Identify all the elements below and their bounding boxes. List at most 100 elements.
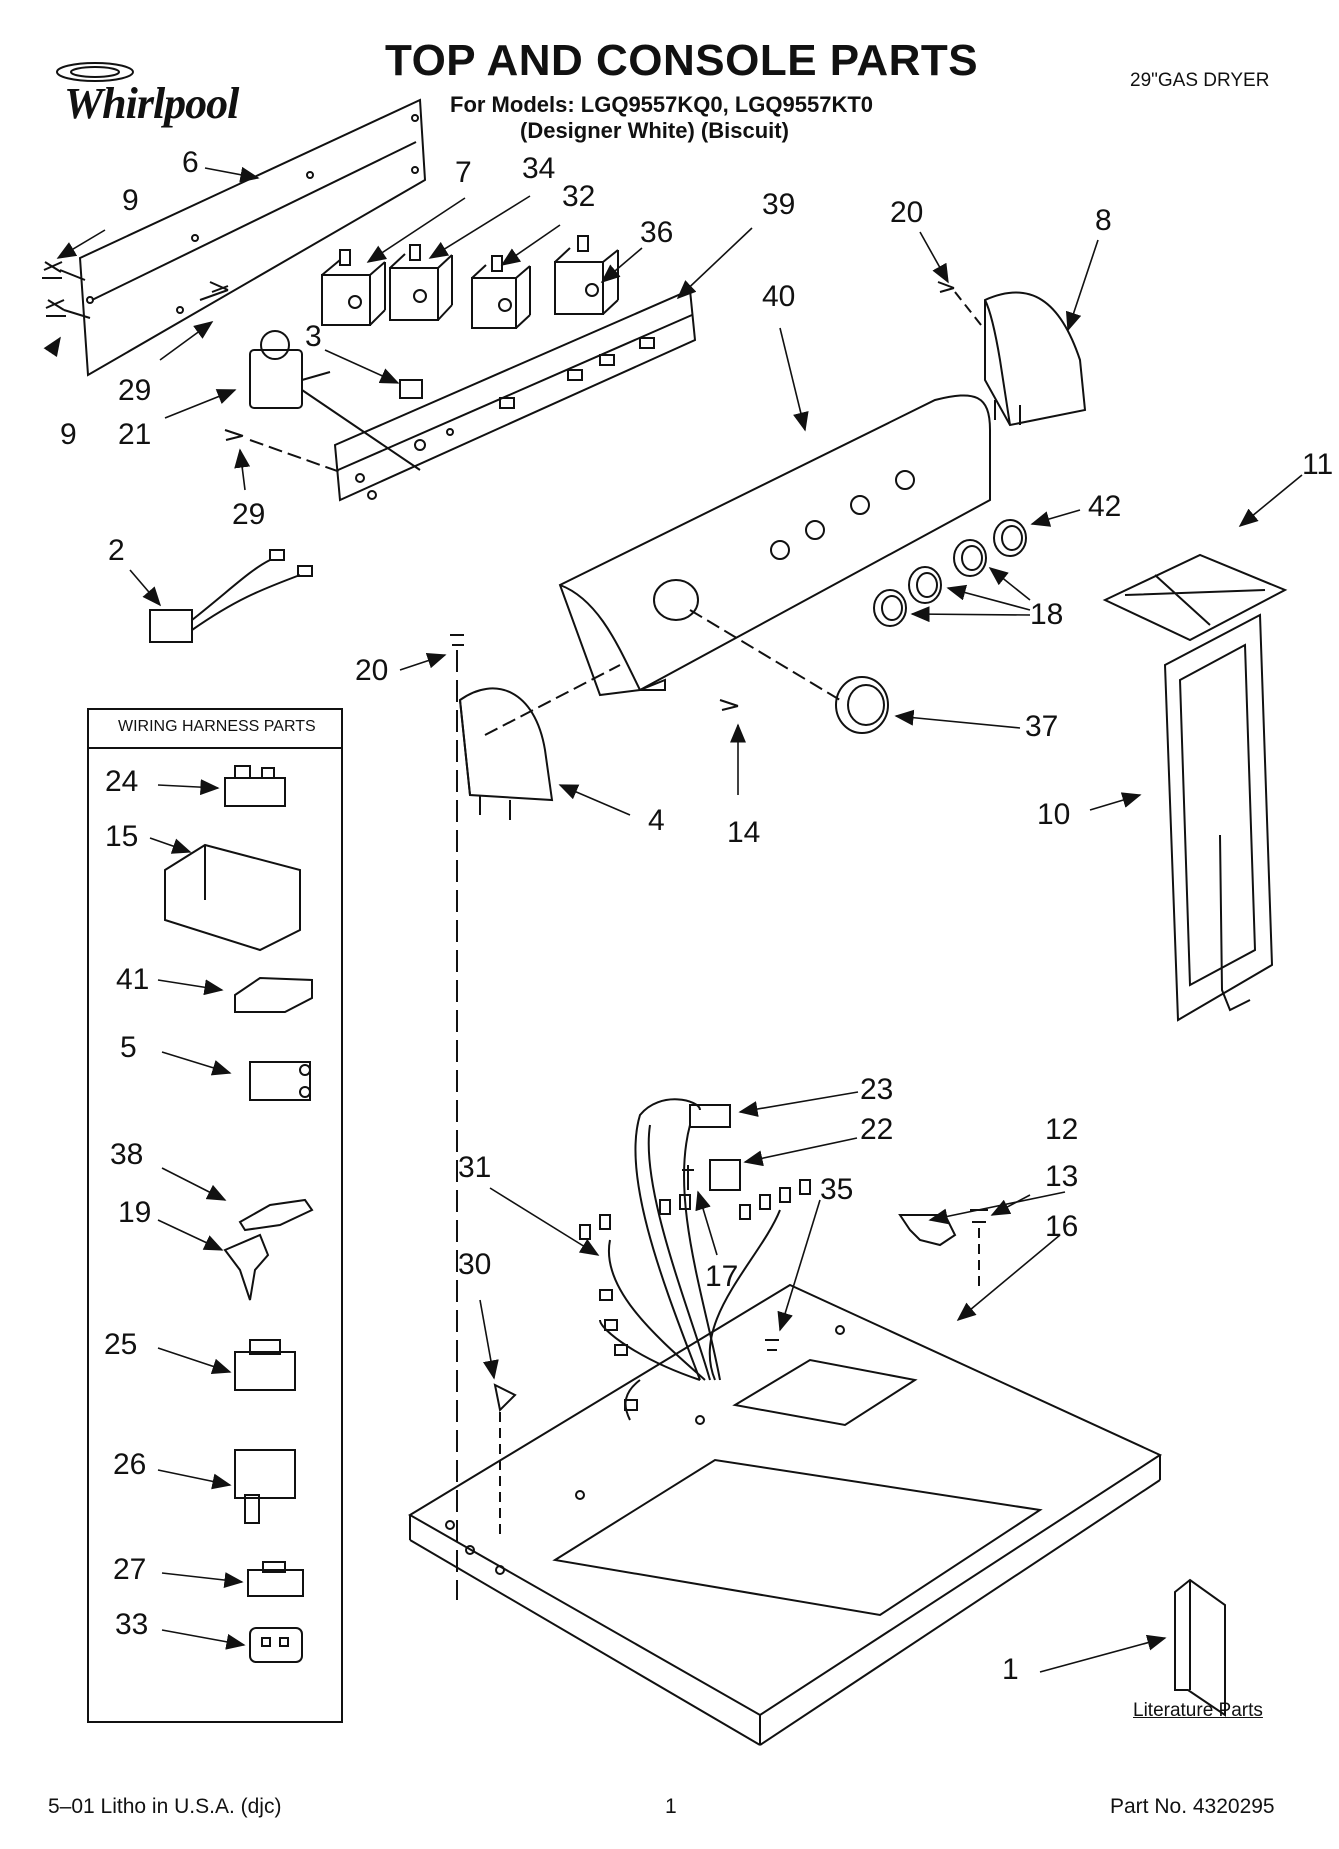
part-22-clamp [682, 1159, 741, 1191]
callout-32: 32 [562, 180, 596, 213]
callout-29-lower: 29 [232, 498, 266, 531]
callout-36: 36 [640, 216, 674, 249]
brand-name: Whirlpool [64, 79, 239, 128]
part-39-control-bracket [333, 288, 697, 502]
callout-6: 6 [182, 146, 199, 179]
footer-page-number: 1 [665, 1795, 677, 1818]
callout-2: 2 [108, 534, 125, 567]
part-29-screw-lower [224, 429, 341, 473]
part-8-end-cap-right [984, 291, 1087, 427]
callout-40: 40 [762, 280, 796, 313]
part-19-clip [223, 1233, 270, 1301]
callout-34: 34 [522, 152, 556, 185]
part-38-terminal [238, 1198, 314, 1232]
part-9-screw-upper [42, 261, 86, 281]
callout-12: 12 [1045, 1113, 1079, 1146]
callout-31: 31 [458, 1151, 492, 1184]
callout-11: 11 [1302, 448, 1334, 481]
callout-30: 30 [458, 1248, 492, 1281]
literature-parts-label: Literature Parts [1133, 1700, 1263, 1721]
part-27-connector [247, 1561, 304, 1597]
part-41-connector [234, 976, 313, 1013]
wiring-harness-title: WIRING HARNESS PARTS [118, 718, 316, 735]
part-12-hinge [898, 1214, 957, 1247]
callout-13: 13 [1045, 1160, 1079, 1193]
callout-23: 23 [860, 1073, 894, 1106]
models-line: For Models: LGQ9557KQ0, LGQ9557KT0 [450, 92, 874, 117]
part-2-harness-plug [149, 549, 313, 643]
part-13-screw [970, 1209, 988, 1290]
part-18-knob-3 [873, 589, 907, 627]
colors-line: (Designer White) (Biscuit) [520, 118, 789, 143]
callout-10: 10 [1037, 798, 1071, 831]
page-title: TOP AND CONSOLE PARTS [385, 36, 979, 85]
callout-22: 22 [860, 1113, 894, 1146]
callout-37: 37 [1025, 710, 1059, 743]
part-23-harness [579, 1098, 811, 1421]
footer-litho: 5–01 Litho in U.S.A. (djc) [48, 1795, 282, 1818]
part-18-knob-1 [953, 539, 987, 577]
part-14-screw [719, 699, 739, 711]
part-4-end-cap-left [458, 664, 621, 820]
callout-18: 18 [1030, 598, 1064, 631]
part-24-connector [224, 765, 286, 807]
part-21-timer [249, 330, 421, 471]
part-34-switch [389, 244, 453, 321]
part-1-literature [1174, 1578, 1226, 1717]
part-6-rear-panel [78, 98, 427, 377]
part-9-screw-lower [45, 299, 91, 319]
part-36-switch [554, 235, 619, 315]
part-3-small-clip [399, 379, 423, 399]
callout-25: 25 [104, 1328, 138, 1361]
product-label: 29"GAS DRYER [1130, 70, 1270, 91]
callout-38: 38 [110, 1138, 144, 1171]
callout-7: 7 [455, 156, 472, 189]
callout-29-upper: 29 [118, 374, 152, 407]
callout-39: 39 [762, 188, 796, 221]
callout-19: 19 [118, 1196, 152, 1229]
callout-20-left: 20 [355, 654, 389, 687]
part-11-filter [1102, 553, 1288, 642]
whirlpool-swirl-logo [56, 62, 134, 82]
callout-14: 14 [727, 816, 761, 849]
part-40-console [558, 394, 991, 697]
part-5-connector [249, 1061, 311, 1101]
callout-33: 33 [115, 1608, 149, 1641]
callout-16: 16 [1045, 1210, 1079, 1243]
wiring-harness-box [87, 708, 343, 1723]
part-7-switch [321, 249, 386, 326]
part-10-filter-housing [1163, 613, 1274, 1022]
part-32-switch [471, 255, 531, 329]
part-16-top [408, 1283, 1163, 1746]
part-29-screw-upper [199, 281, 229, 301]
part-15-connector [164, 843, 301, 952]
callout-27: 27 [113, 1553, 147, 1586]
callout-9-lower: 9 [60, 418, 77, 451]
part-37-knob [689, 609, 889, 734]
callout-3: 3 [305, 320, 322, 353]
part-42-knob [993, 519, 1027, 557]
callout-20-right: 20 [890, 196, 924, 229]
footer-part-number: Part No. 4320295 [1110, 1795, 1275, 1818]
part-33-connector [249, 1627, 303, 1663]
callout-26: 26 [113, 1448, 147, 1481]
callout-15: 15 [105, 820, 139, 853]
callout-35: 35 [820, 1173, 854, 1206]
callout-41: 41 [116, 963, 150, 996]
callout-24: 24 [105, 765, 139, 798]
part-35-screw [765, 1339, 779, 1351]
callout-42: 42 [1088, 490, 1122, 523]
callout-21: 21 [118, 418, 152, 451]
part-30-clip [493, 1383, 517, 1540]
callout-5: 5 [120, 1031, 137, 1064]
part-25-connector [234, 1339, 296, 1391]
part-20-screw-left [450, 634, 464, 1600]
part-18-knob-2 [908, 566, 942, 604]
part-20-screw-right [937, 281, 986, 331]
callout-4: 4 [648, 804, 665, 837]
callout-8: 8 [1095, 204, 1112, 237]
part-26-connector [234, 1449, 296, 1524]
callout-17: 17 [705, 1260, 739, 1293]
callout-9-upper: 9 [122, 184, 139, 217]
